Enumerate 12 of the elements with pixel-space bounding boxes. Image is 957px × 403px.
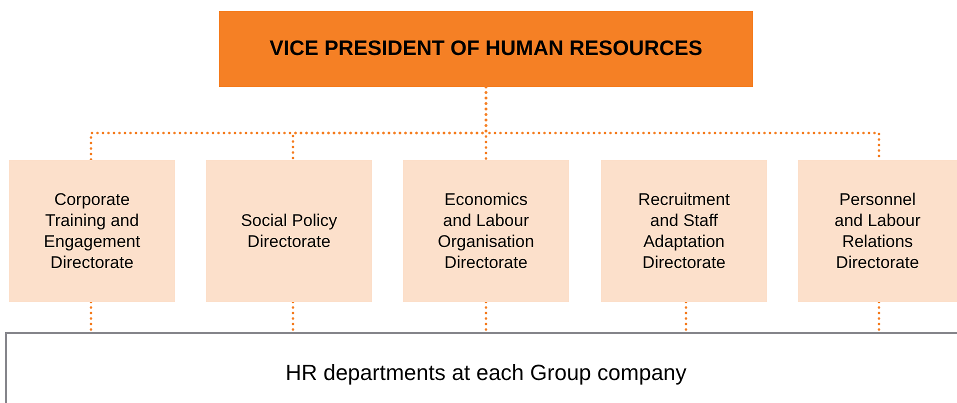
dotted-connector: [484, 300, 488, 334]
dotted-connector: [292, 300, 294, 334]
title-box: VICE PRESIDENT OF HUMAN RESOURCES: [219, 11, 753, 87]
dotted-connector: [878, 300, 880, 334]
directorate-box: Social Policy Directorate: [206, 160, 372, 302]
directorate-box: Corporate Training and Engagement Directorate: [9, 160, 175, 302]
dotted-connector: [684, 300, 688, 334]
bottom-box: HR departments at each Group company: [5, 332, 957, 403]
directorate-box: Economics and Labour Organisation Directorate: [403, 160, 569, 302]
directorate-box: Personnel and Labour Relations Directorate: [798, 160, 957, 302]
directorate-box: Recruitment and Staff Adaptation Directorate: [601, 160, 767, 302]
dotted-connector: [90, 300, 92, 334]
